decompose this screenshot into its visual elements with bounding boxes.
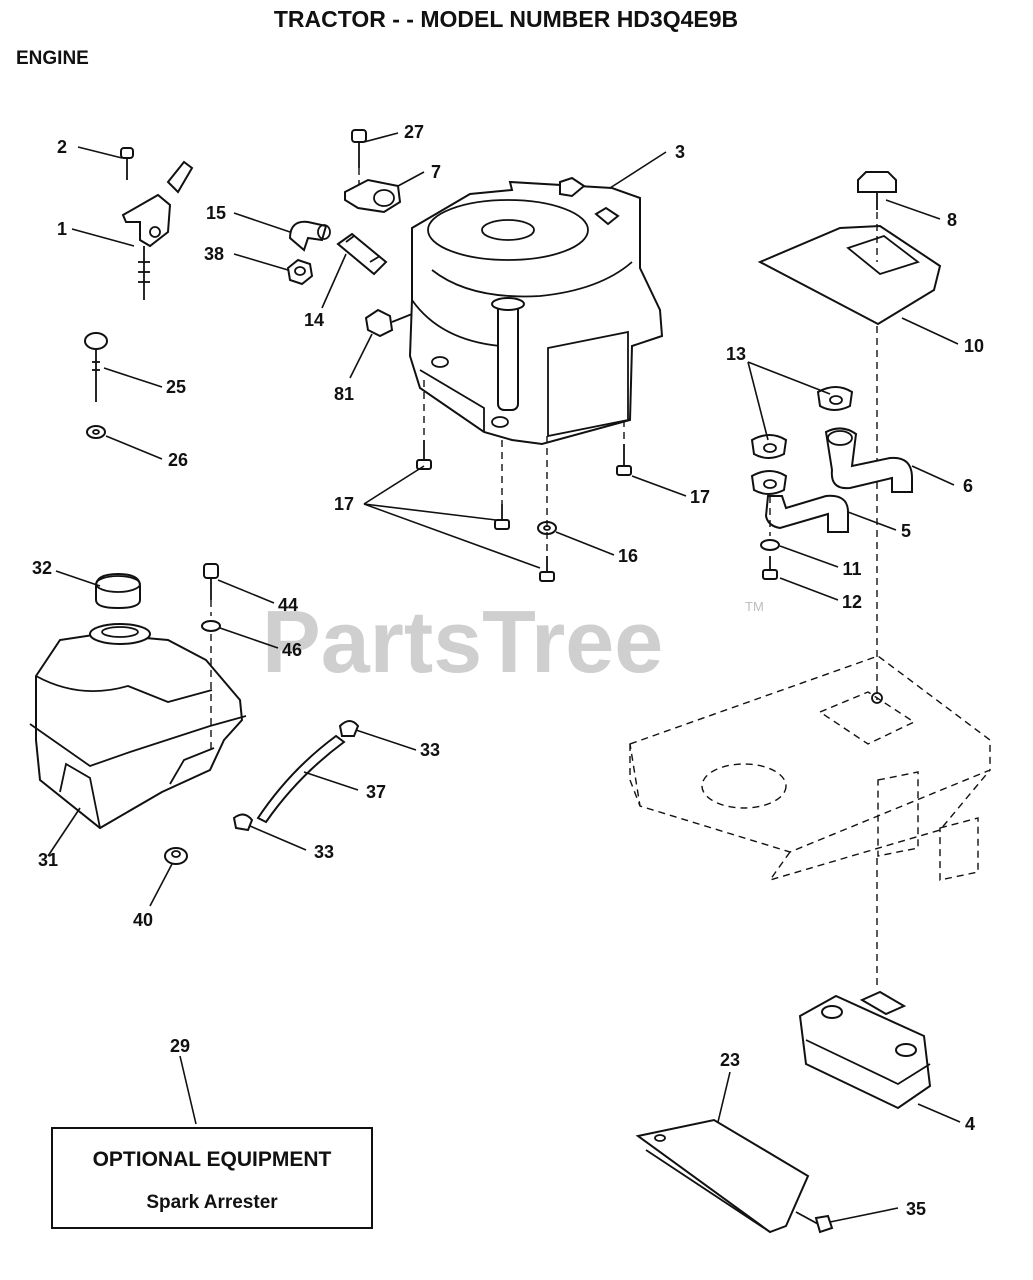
fitting-part-14 (336, 232, 388, 276)
washer-part-26 (86, 425, 106, 439)
spark-arrester-screen-part-23 (635, 1118, 810, 1234)
callout-46: 46 (282, 640, 302, 660)
watermark-trademark: TM (745, 599, 764, 614)
callout-31: 31 (38, 850, 58, 870)
elbow-fitting-part-15 (288, 220, 331, 252)
callout-8: 8 (947, 210, 957, 230)
screw-part-2 (120, 147, 134, 180)
callout-17-left: 17 (334, 494, 354, 514)
callout-4: 4 (965, 1114, 975, 1134)
bolt-part-12 (762, 556, 778, 580)
screw-part-44 (203, 563, 219, 600)
callout-35: 35 (906, 1199, 926, 1219)
clamp-part-33-top (338, 720, 360, 737)
gasket-part-13-mid (750, 434, 788, 459)
screw-part-35 (795, 1211, 834, 1234)
callout-25: 25 (166, 377, 186, 397)
callout-17-right: 17 (690, 487, 710, 507)
diagram-title: TRACTOR - - MODEL NUMBER HD3Q4E9B (274, 6, 738, 32)
callout-32: 32 (32, 558, 52, 578)
callout-38: 38 (204, 244, 224, 264)
callout-7: 7 (431, 162, 441, 182)
callout-40: 40 (133, 910, 153, 930)
callout-44: 44 (278, 595, 298, 615)
callout-3: 3 (675, 142, 685, 162)
heat-shield-part-10 (757, 224, 942, 326)
fuel-cap-part-32 (95, 572, 141, 610)
bolt-part-17-mid (494, 504, 510, 530)
optional-equipment-item: Spark Arrester (146, 1192, 278, 1213)
callout-27: 27 (404, 122, 424, 142)
optional-equipment-heading: OPTIONAL EQUIPMENT (93, 1148, 332, 1171)
clamp-part-7 (344, 178, 402, 214)
washer-part-11 (760, 539, 780, 551)
bolt-part-17-low (539, 556, 555, 582)
callout-14: 14 (304, 310, 324, 330)
throttle-control-part (121, 160, 194, 300)
callout-15: 15 (206, 203, 226, 223)
section-title: ENGINE (16, 48, 89, 69)
muffler-part-4 (798, 990, 932, 1110)
fuel-tank-part-31 (29, 623, 247, 830)
washer-part-46 (201, 620, 221, 632)
callout-6: 6 (963, 476, 973, 496)
bolt-part-27 (351, 129, 367, 184)
callout-10: 10 (964, 336, 984, 356)
callout-23: 23 (720, 1050, 740, 1070)
callout-12: 12 (842, 592, 862, 612)
callout-29: 29 (170, 1036, 190, 1056)
callout-81: 81 (334, 384, 354, 404)
callout-16: 16 (618, 546, 638, 566)
bolt-part-17-right (616, 444, 632, 476)
watermark-logo: PartsTree (262, 592, 663, 691)
fitting-part-81 (364, 308, 413, 338)
nut-part-38 (286, 258, 314, 286)
callout-2: 2 (57, 137, 67, 157)
exhaust-pipe-part-5 (764, 494, 849, 533)
grommet-part-40 (164, 847, 188, 865)
callout-5: 5 (901, 521, 911, 541)
tractor-frame-reference (629, 655, 991, 882)
fuel-line-part-37 (256, 734, 346, 824)
engine-part-3 (408, 176, 664, 446)
exhaust-pipe-part-6 (824, 427, 913, 493)
callout-11: 11 (842, 559, 861, 579)
knob-part-8 (857, 171, 897, 210)
optional-equipment-box: OPTIONAL EQUIPMENT Spark Arrester (51, 1127, 373, 1229)
callout-33-bottom: 33 (314, 842, 334, 862)
clamp-part-33-bottom (232, 813, 254, 832)
bolt-part-17-left (416, 440, 432, 470)
gasket-part-13-low (750, 470, 788, 495)
callout-33-top: 33 (420, 740, 440, 760)
callout-13: 13 (726, 344, 746, 364)
callout-1: 1 (57, 219, 67, 239)
washer-part-16 (537, 521, 557, 535)
callout-26: 26 (168, 450, 188, 470)
callout-37: 37 (366, 782, 386, 802)
pin-part-25 (84, 332, 108, 402)
